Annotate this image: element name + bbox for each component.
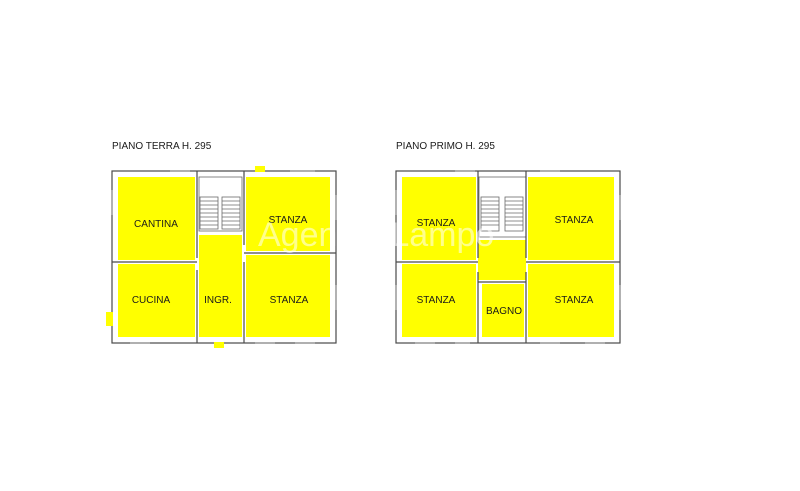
room-label-stanza-top-left: STANZA <box>417 218 456 229</box>
watermark-text: Agenzia Lampo <box>258 216 494 254</box>
plan-first-floor: PIANO PRIMO H. 295 <box>395 141 621 344</box>
room-label-cantina: CANTINA <box>134 219 178 230</box>
room-label-stanza-bottom: STANZA <box>270 295 309 306</box>
room-ingresso <box>199 235 242 337</box>
door-mark-top <box>255 166 265 172</box>
plan-title-first-floor: PIANO PRIMO H. 295 <box>396 141 495 152</box>
room-stanza-bottom <box>246 255 330 337</box>
room-stanza-top-right <box>528 177 614 260</box>
room-label-stanza-bottom-left: STANZA <box>417 295 456 306</box>
room-label-stanza-top: STANZA <box>269 215 308 226</box>
room-disimpegno <box>478 240 526 280</box>
room-label-ingresso: INGR. <box>204 295 232 306</box>
room-cantina <box>118 177 195 260</box>
room-stanza-bottom-right <box>528 264 614 337</box>
room-stanza-top-left <box>402 177 476 260</box>
stairs-first-icon <box>480 196 524 232</box>
windows-ground <box>111 170 337 344</box>
first-floor-outline <box>395 170 621 344</box>
stairs-ground-icon <box>199 196 241 230</box>
interior-walls-first <box>396 171 620 343</box>
door-mark-bottom <box>214 342 224 348</box>
room-cucina <box>118 264 195 337</box>
plan-title-ground-floor: PIANO TERRA H. 295 <box>112 141 212 152</box>
door-mark-left <box>106 312 113 326</box>
room-stanza-bottom-left <box>402 264 476 337</box>
windows-first <box>395 170 621 344</box>
stair-well-ground <box>198 176 243 232</box>
plan-ground-floor: PIANO TERRA H. 295 <box>106 141 337 348</box>
room-label-stanza-top-right: STANZA <box>555 215 594 226</box>
interior-walls-ground <box>112 171 336 343</box>
room-label-stanza-bottom-right: STANZA <box>555 295 594 306</box>
room-bagno <box>482 284 524 337</box>
room-label-cucina: CUCINA <box>132 295 171 306</box>
room-label-bagno: BAGNO <box>486 306 522 317</box>
room-stanza-top <box>246 177 330 251</box>
